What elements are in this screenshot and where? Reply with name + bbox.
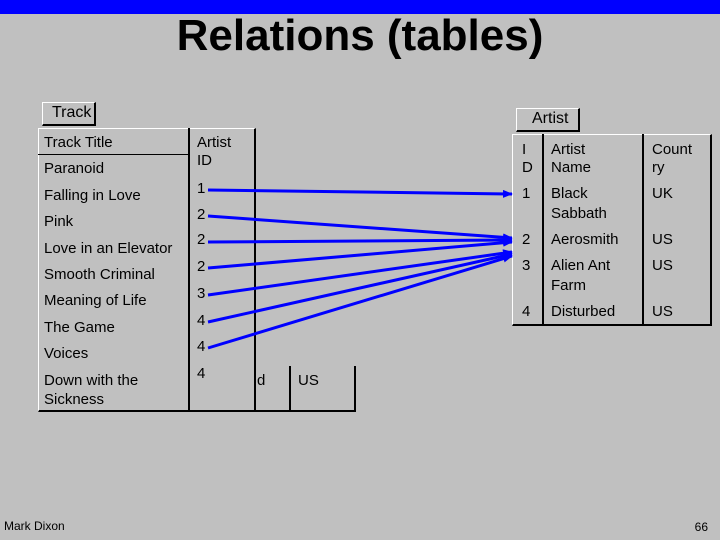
track-table-column-divider [188, 128, 190, 412]
track-row-6-title: The Game [44, 319, 115, 336]
artist-name-header-line1: Artist [551, 141, 586, 158]
track-table-partial-divider [38, 154, 188, 155]
artist-row-3-id: 3 [522, 257, 531, 274]
track-row-8-title: Down with the Sickness [44, 372, 139, 408]
hidden-row-fragment [240, 366, 356, 412]
artist-table-divider-1 [542, 134, 544, 326]
artist-row-3-name-line1: Alien Ant [551, 257, 611, 274]
artist-row-1-name-line2: Sabbath [551, 205, 607, 222]
artist-tab-label: Artist [532, 110, 569, 127]
hidden-row-text-1: d [257, 372, 266, 389]
track-row-4-artist-id: 2 [197, 258, 206, 275]
track-row-0-title: Paranoid [44, 160, 105, 177]
artist-row-2-name-line1: Aerosmith [551, 231, 619, 248]
track-row-4-title: Smooth Criminal [44, 266, 155, 283]
track-row-7-title: Voices [44, 345, 89, 362]
artist-id-header-line2: ID [197, 152, 212, 169]
track-row-3-artist-id: 2 [197, 231, 206, 248]
track-row-8-artist-id: 4 [197, 365, 206, 382]
artist-row-1-country: UK [652, 185, 673, 202]
track-table-tab: Track [42, 102, 96, 126]
footer-page-number: 66 [694, 520, 708, 534]
artist-row-4-name-line1: Disturbed [551, 303, 616, 320]
artist-id-col-header-line1: I [522, 141, 527, 158]
track-row-2-artist-id: 2 [197, 206, 206, 223]
track-row-2-title: Pink [44, 213, 74, 230]
artist-row-4-id: 4 [522, 303, 531, 320]
country-header-line2: ry [652, 159, 665, 176]
slide-title: Relations (tables) [176, 11, 544, 60]
artist-name-header-line2: Name [551, 159, 592, 176]
track-row-7-artist-id: 4 [197, 338, 206, 355]
track-row-6-artist-id: 4 [197, 312, 206, 329]
hidden-row-text-2: US [298, 372, 319, 389]
track-tab-label: Track [52, 104, 92, 121]
artist-table [512, 134, 712, 326]
track-row-5-title: Meaning of Life [44, 292, 147, 309]
track-row-5-artist-id: 3 [197, 285, 206, 302]
track-title-header: Track Title [44, 134, 113, 151]
artist-row-2-country: US [652, 231, 673, 248]
artist-row-4-country: US [652, 303, 673, 320]
artist-id-col-header-line2: D [522, 159, 533, 176]
track-row-1-artist-id: 1 [197, 180, 206, 197]
artist-row-1-name-line1: Black [551, 185, 588, 202]
footer-author: Mark Dixon [4, 519, 65, 533]
track-row-1-title: Falling in Love [44, 187, 141, 204]
artist-row-2-id: 2 [522, 231, 531, 248]
artist-id-header-line1: Artist [197, 134, 232, 151]
top-accent-bar [0, 0, 720, 14]
artist-row-3-country: US [652, 257, 673, 274]
artist-row-1-id: 1 [522, 185, 531, 202]
country-header-line1: Count [652, 141, 693, 158]
track-row-3-title: Love in an Elevator [44, 240, 173, 257]
artist-row-3-name-line2: Farm [551, 277, 586, 294]
hidden-row-divider [289, 366, 291, 410]
artist-table-tab: Artist [516, 108, 580, 132]
artist-table-divider-2 [642, 134, 644, 326]
